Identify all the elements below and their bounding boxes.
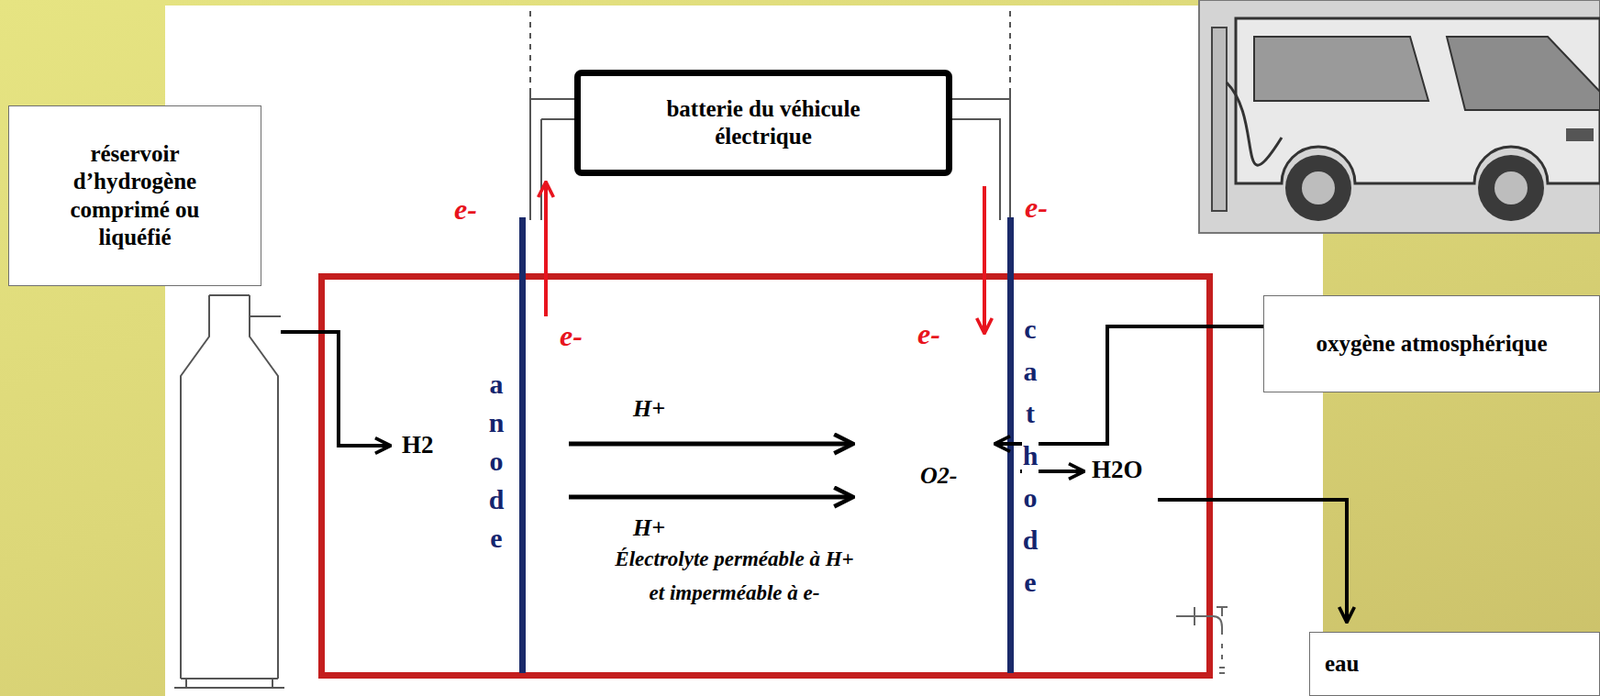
electrolyte-note: Électrolyte perméable à H+ et imperméabl… [611, 543, 857, 612]
ion-label: O2- [920, 463, 957, 490]
electron-arrow [544, 183, 548, 317]
electron-label-holder: e- [454, 194, 478, 224]
electron-label-holder: e- [917, 319, 941, 349]
hydrogen-bottle [174, 295, 285, 689]
electrode-name-holder: cathode [1022, 308, 1039, 604]
electron-label: e- [559, 321, 583, 351]
ion-label-holder: H+ [633, 396, 666, 423]
text-box: réservoir d’hydrogène comprimé ou liquéf… [8, 105, 262, 287]
electron-label: e- [1024, 192, 1048, 223]
electron-label-holder: e- [559, 321, 583, 351]
proton-arrow [568, 495, 852, 500]
electrolyte-note-holder: Électrolyte perméable à H+ et imperméabl… [611, 543, 857, 612]
ion-label-holder: H+ [633, 515, 666, 543]
box-text: réservoir d’hydrogène comprimé ou liquéf… [40, 140, 230, 253]
hydrogen-feed-arrow [280, 332, 389, 446]
fuel-cell-casing [322, 277, 1211, 677]
ion-label-holder: O2- [920, 463, 957, 490]
water-out-arrow [1157, 500, 1347, 622]
electron-arrow [982, 186, 987, 333]
ion-label: H+ [633, 396, 666, 423]
box-text: batterie du véhicule électrique [632, 95, 895, 152]
paper-sheet [165, 5, 1323, 696]
wire [530, 91, 575, 221]
electrode-name-holder: anode [488, 365, 505, 558]
species-label: H2O [1091, 456, 1144, 485]
electron-label: e- [917, 319, 941, 349]
box-text: eau [1324, 650, 1360, 679]
car-photo [1199, 0, 1600, 234]
electrode-name: cathode [1022, 308, 1039, 604]
text-box: eau [1309, 632, 1600, 696]
ion-label: H+ [633, 515, 666, 543]
electron-label-holder: e- [1024, 192, 1048, 223]
proton-arrow [568, 442, 852, 447]
electron-label: e- [454, 194, 478, 224]
species-label-holder: H2 [401, 432, 434, 460]
tap-sketch [1176, 607, 1228, 674]
anode-plate [519, 217, 526, 674]
species-label-holder: H2O [1091, 456, 1144, 485]
wire [952, 91, 1011, 221]
battery-box: batterie du véhicule électrique [574, 69, 953, 177]
species-label: H2 [401, 432, 434, 460]
electrode-name: anode [488, 365, 505, 558]
text-box: oxygène atmosphérique [1263, 295, 1600, 393]
box-text: oxygène atmosphérique [1315, 330, 1547, 359]
